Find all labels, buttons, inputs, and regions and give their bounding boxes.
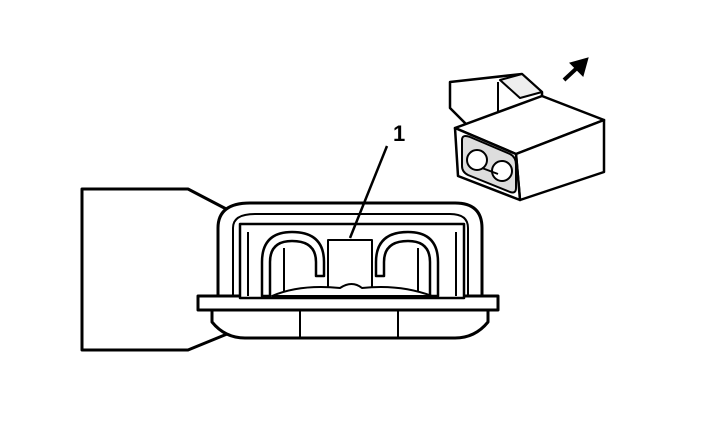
large-connector xyxy=(80,187,500,352)
connector-boot xyxy=(80,187,234,352)
arrow-up-right-icon xyxy=(562,57,589,82)
callout-leader-1 xyxy=(348,145,389,239)
terminal-right xyxy=(374,230,440,298)
small-connector xyxy=(448,72,606,202)
connector-base xyxy=(210,308,490,340)
terminal-left xyxy=(260,230,326,298)
contact-strip xyxy=(271,283,433,297)
callout-label-1: 1 xyxy=(393,121,405,146)
